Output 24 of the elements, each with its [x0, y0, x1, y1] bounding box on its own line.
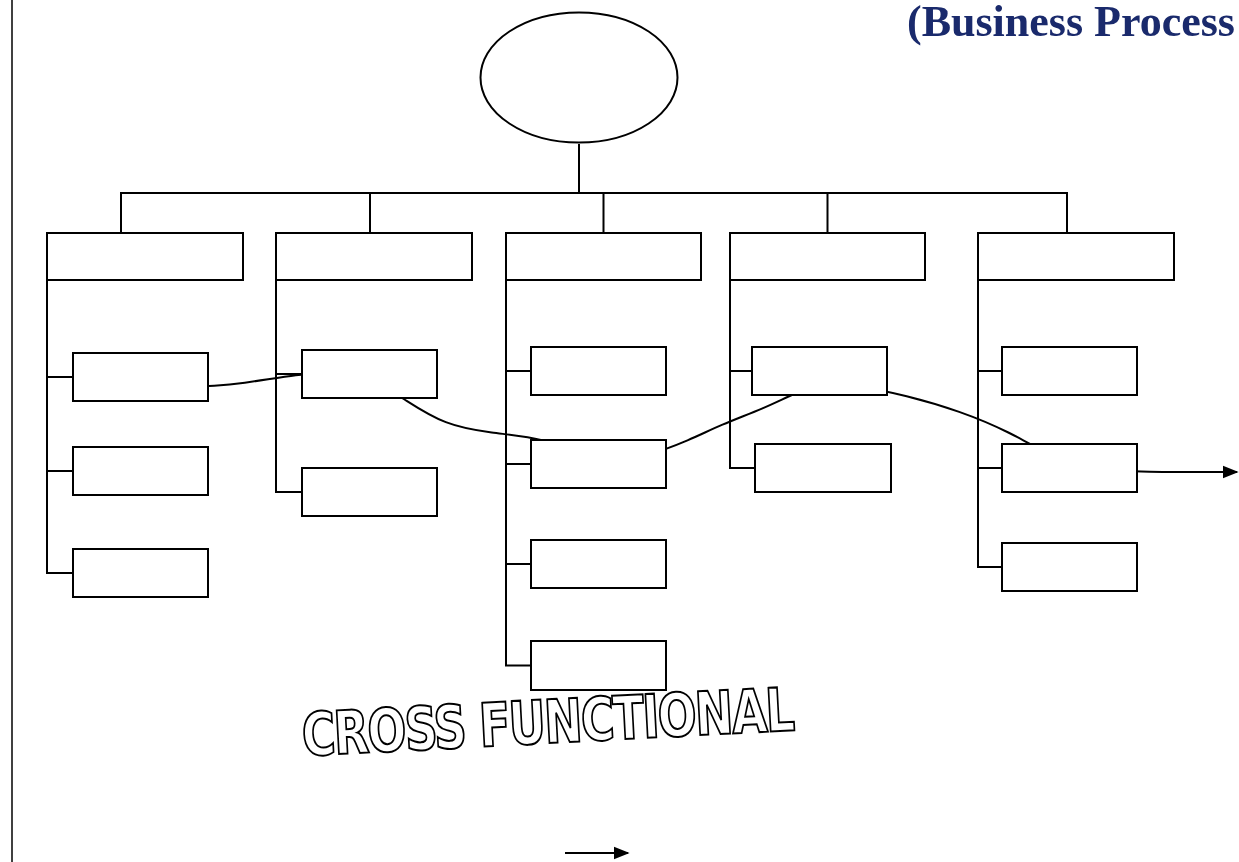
connector-line	[729, 280, 755, 469]
empty-box	[1001, 443, 1138, 493]
empty-box	[72, 548, 209, 598]
empty-box	[72, 446, 209, 496]
empty-box	[505, 232, 702, 281]
empty-box	[46, 232, 244, 281]
empty-box	[1001, 346, 1138, 396]
empty-box	[729, 232, 926, 281]
empty-box	[72, 352, 209, 402]
empty-box	[1001, 542, 1138, 592]
title: (Business Process	[907, 0, 1235, 47]
empty-box	[301, 467, 438, 517]
empty-box	[275, 232, 473, 281]
empty-box	[301, 349, 438, 399]
empty-box	[754, 443, 892, 493]
empty-box	[530, 539, 667, 589]
connector-line	[275, 280, 302, 493]
empty-box	[977, 232, 1175, 281]
outlined-heading: CROSS FUNCTIONAL	[300, 674, 795, 770]
connector-line	[46, 280, 73, 574]
empty-box	[751, 346, 888, 396]
empty-box	[530, 346, 667, 396]
ellipse-shape	[479, 11, 679, 144]
empty-box	[530, 439, 667, 489]
